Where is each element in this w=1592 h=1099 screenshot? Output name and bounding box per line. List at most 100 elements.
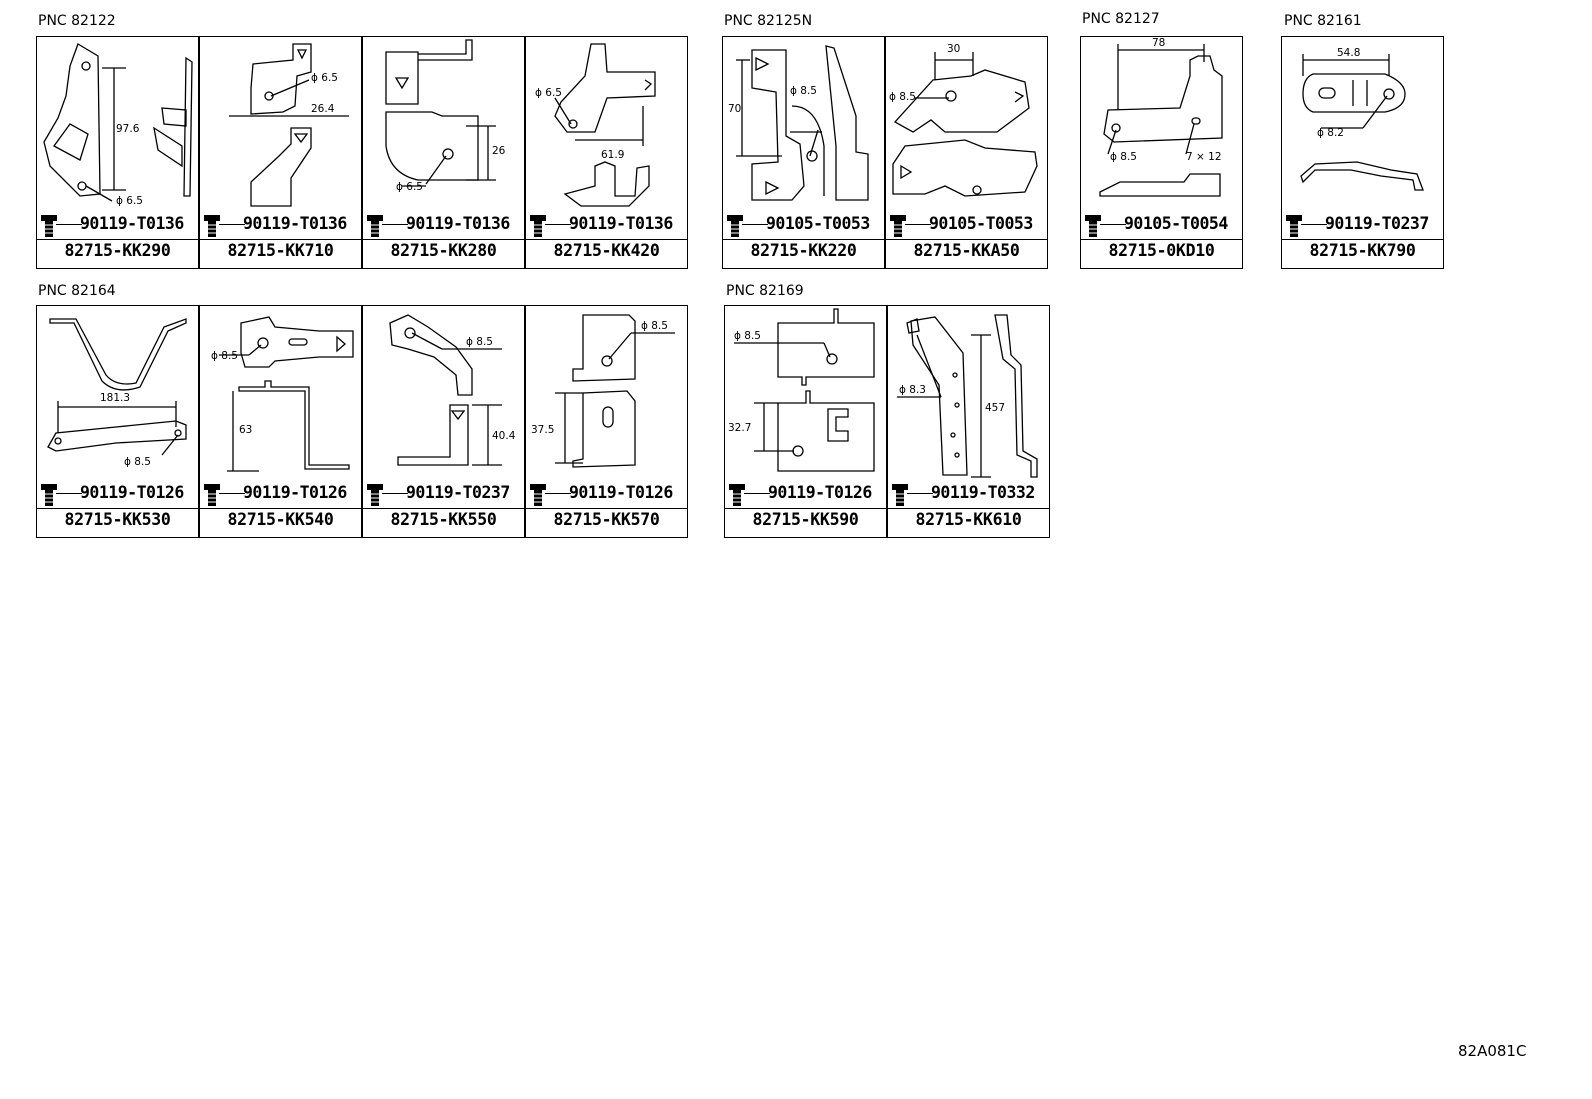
part-cell[interactable]: 181.3 ϕ 8.5 90119-T0126 82715-KK530 [36,305,199,538]
leader-line [219,493,245,494]
bracket-drawing: 54.8 ϕ 8.2 [1300,47,1424,191]
divider [362,508,525,509]
bolt-part-number: 90119-T0126 [243,483,347,502]
bracket-drawing: ϕ 8.5 37.5 [531,314,675,468]
pnc-group-82169: ϕ 8.5 32.7 90119-T0126 82715-KK590 ϕ 8.3 [724,305,1050,539]
bolt-icon [1286,215,1302,237]
bracket-part-number[interactable]: 82715-0KD10 [1108,241,1215,260]
part-cell[interactable]: ϕ 6.5 26.4 90119-T0136 82715-KK710 [199,36,362,269]
bolt-part-number: 90119-T0237 [1325,214,1429,233]
leader-line [907,493,933,494]
bracket-part-number[interactable]: 82715-KK790 [1309,241,1416,260]
bracket-part-number[interactable]: 82715-KK570 [553,510,660,529]
part-cell[interactable]: 54.8 ϕ 8.2 90119-T0237 82715-KK790 [1281,36,1444,269]
pnc-label: PNC 82127 [1082,11,1160,27]
bolt-icon [530,215,546,237]
part-cell[interactable]: ϕ 8.3 457 90119-T0332 82715-KK610 [887,305,1050,538]
dimension-label: 26 [492,145,506,157]
bracket-part-number[interactable]: 82715-KK550 [390,510,497,529]
dimension-label: ϕ 8.5 [889,91,916,103]
bolt-icon [892,484,908,506]
pnc-label: PNC 82122 [38,13,116,29]
divider [36,508,199,509]
pnc-group-82161: 54.8 ϕ 8.2 90119-T0237 82715-KK790 [1281,36,1444,270]
dimension-label: ϕ 8.5 [124,456,151,468]
illustration-reference-code: 82A081C [1458,1042,1527,1060]
bolt-callout: 90105-T0054 [1080,212,1243,238]
part-cell[interactable]: ϕ 8.5 40.4 90119-T0237 82715-KK550 [362,305,525,538]
bracket-drawing: 26 ϕ 6.5 [385,39,506,193]
divider [724,508,887,509]
bracket-part-number[interactable]: 82715-KK220 [750,241,857,260]
dimension-label: 78 [1152,37,1165,49]
dimension-label: ϕ 6.5 [116,195,143,207]
dimension-label: ϕ 8.5 [466,336,493,348]
bolt-part-number: 90119-T0136 [406,214,510,233]
bolt-part-number: 90119-T0332 [931,483,1035,502]
divider [525,239,688,240]
dimension-label: 32.7 [728,422,751,434]
leader-line [742,224,768,225]
part-cell[interactable]: 70 ϕ 8.5 90105-T0053 82715-KK220 [722,36,885,269]
part-cell[interactable]: 30 ϕ 8.5 90105-T0053 82715-KKA50 [885,36,1048,269]
part-cell[interactable]: ϕ 8.5 32.7 90119-T0126 82715-KK590 [724,305,887,538]
pnc-label: PNC 82164 [38,283,116,299]
divider [525,508,688,509]
bolt-callout: 90119-T0136 [362,212,525,238]
dimension-label: 54.8 [1337,47,1360,59]
bolt-callout: 90119-T0237 [1281,212,1444,238]
leader-line [545,493,571,494]
dimension-label: ϕ 8.5 [1110,151,1137,163]
bracket-part-number[interactable]: 82715-KK540 [227,510,334,529]
part-cell[interactable]: ϕ 8.5 37.5 90119-T0126 82715-KK570 [525,305,688,538]
bolt-part-number: 90119-T0126 [80,483,184,502]
divider [1281,239,1444,240]
bracket-part-number[interactable]: 82715-KK590 [752,510,859,529]
leader-line [382,224,408,225]
dimension-label: 40.4 [492,430,516,442]
bracket-part-number[interactable]: 82715-KKA50 [913,241,1020,260]
bolt-callout: 90119-T0126 [525,481,688,507]
divider [722,239,885,240]
bolt-callout: 90119-T0126 [724,481,887,507]
divider [36,239,199,240]
bracket-part-number[interactable]: 82715-KK710 [227,241,334,260]
dimension-label: 7 × 12 [1186,151,1222,163]
divider [199,239,362,240]
bracket-drawing: 70 ϕ 8.5 [728,45,869,201]
part-cell[interactable]: ϕ 8.5 63 90119-T0126 82715-KK540 [199,305,362,538]
leader-line [744,493,770,494]
bracket-part-number[interactable]: 82715-KK290 [64,241,171,260]
leader-line [219,224,245,225]
bracket-part-number[interactable]: 82715-KK610 [915,510,1022,529]
bolt-icon [41,215,57,237]
dimension-label: 70 [728,103,741,115]
dimension-label: 97.6 [116,123,140,135]
bolt-icon [204,215,220,237]
bolt-icon [367,215,383,237]
bolt-icon [367,484,383,506]
bracket-part-number[interactable]: 82715-KK420 [553,241,660,260]
part-cell[interactable]: ϕ 6.5 61.9 90119-T0136 82715-KK420 [525,36,688,269]
leader-line [1100,224,1126,225]
bolt-icon [727,215,743,237]
pnc-group-82127: 78 ϕ 8.5 7 × 12 90105-T0054 82715-0KD10 [1080,36,1243,270]
dimension-label: ϕ 8.5 [734,330,761,342]
divider [1080,239,1243,240]
part-cell[interactable]: 97.6 ϕ 6.5 90119-T0136 82715-KK290 [36,36,199,269]
bolt-icon [729,484,745,506]
dimension-label: 26.4 [311,103,335,115]
bracket-drawing: ϕ 8.5 32.7 [728,308,875,472]
bracket-part-number[interactable]: 82715-KK530 [64,510,171,529]
divider [885,239,1048,240]
bracket-drawing: ϕ 6.5 26.4 [229,43,349,207]
part-cell[interactable]: 26 ϕ 6.5 90119-T0136 82715-KK280 [362,36,525,269]
leader-line [56,493,82,494]
bracket-part-number[interactable]: 82715-KK280 [390,241,497,260]
bolt-part-number: 90105-T0054 [1124,214,1228,233]
part-cell[interactable]: 78 ϕ 8.5 7 × 12 90105-T0054 82715-0KD10 [1080,36,1243,269]
bolt-icon [204,484,220,506]
leader-line [905,224,931,225]
leader-line [56,224,82,225]
bolt-callout: 90119-T0126 [199,481,362,507]
